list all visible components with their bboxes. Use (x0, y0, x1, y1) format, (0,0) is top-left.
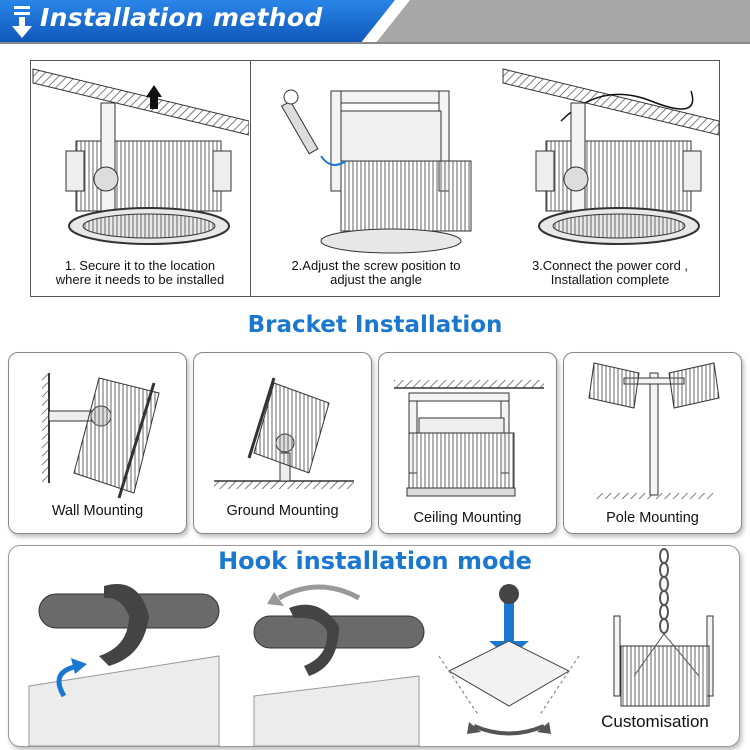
step-3-caption-line1: 3.Connect the power cord , (531, 258, 689, 273)
step-3-caption-line2: Installation complete (550, 272, 670, 287)
step-1-caption-line2: where it needs to be installed (55, 272, 225, 287)
card-pole-mounting: Pole Mounting (563, 352, 742, 534)
card-ground-mounting: Ground Mounting (193, 352, 372, 534)
step-2: 2.Adjust the screw position to adjust th… (250, 61, 502, 296)
step-2-caption: 2.Adjust the screw position to adjust th… (251, 259, 501, 287)
wall-mounting-label: Wall Mounting (51, 503, 144, 519)
ground-mounting-label: Ground Mounting (226, 503, 339, 519)
wall-mounting-illustration (42, 373, 160, 499)
customisation-label: Customisation (585, 712, 725, 732)
pole-mounting-illustration (588, 362, 720, 499)
step-1-caption: 1. Secure it to the location where it ne… (31, 259, 249, 287)
step-2-illustration (280, 89, 472, 254)
ceiling-mounting-label: Ceiling Mounting (413, 510, 522, 526)
step-2-caption-line2: adjust the angle (330, 272, 422, 287)
arrow-up-icon (146, 85, 162, 109)
step-1: 1. Secure it to the location where it ne… (31, 61, 249, 296)
step-3: 3.Connect the power cord , Installation … (501, 61, 719, 296)
ceiling-mounting-illustration (394, 380, 544, 497)
card-ceiling-mounting: Ceiling Mounting (378, 352, 557, 534)
bracket-installation-title: Bracket Installation (247, 312, 503, 338)
banner-shape (0, 0, 750, 44)
ground-mounting-illustration (214, 377, 354, 489)
step-3-illustration (502, 68, 719, 245)
hook-installation-illustrations (28, 548, 714, 746)
arrow-down-icon (12, 6, 32, 38)
page-title: Installation method (40, 3, 323, 32)
card-wall-mounting: Wall Mounting (8, 352, 187, 534)
installation-steps-panel: 1. Secure it to the location where it ne… (30, 60, 720, 297)
step-1-illustration (32, 68, 249, 245)
pole-mounting-label: Pole Mounting (606, 510, 699, 526)
hook-installation-title: Hook installation mode (218, 547, 532, 575)
step-1-caption-line1: 1. Secure it to the location (64, 258, 216, 273)
step-3-caption: 3.Connect the power cord , Installation … (501, 259, 719, 287)
step-2-caption-line1: 2.Adjust the screw position to (291, 258, 461, 273)
header-banner: Installation method (0, 0, 750, 44)
